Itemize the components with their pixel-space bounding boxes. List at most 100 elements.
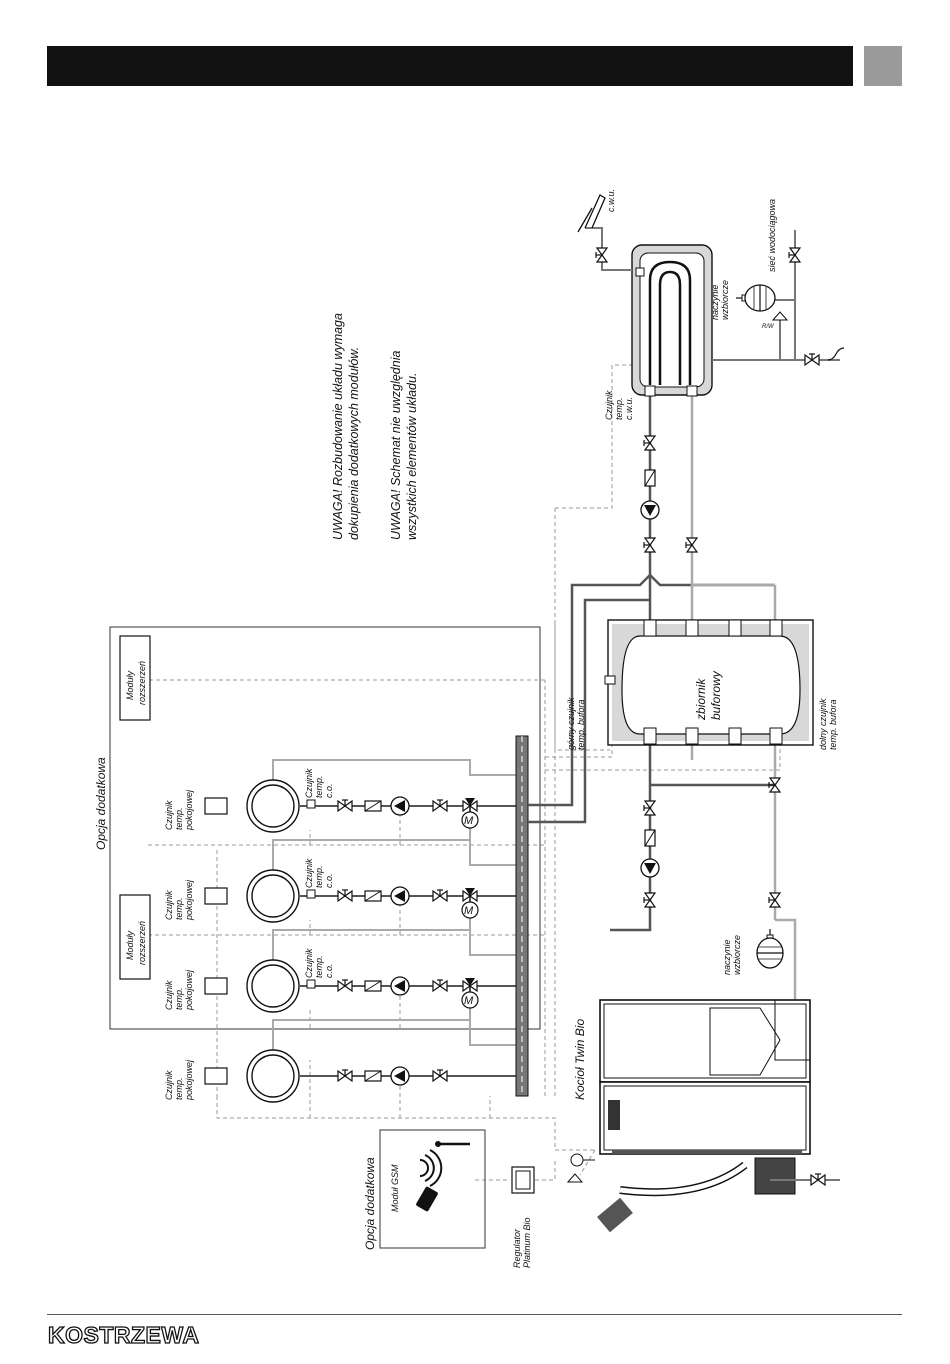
- svg-text:temp.: temp.: [314, 955, 324, 978]
- regulator-platinum-bio: Regulator Platinum Bio: [511, 1166, 535, 1268]
- safety-valve-dhw: R/W: [762, 311, 789, 330]
- water-main-label: sieć wodociągowa: [767, 199, 777, 272]
- expansion-vessel-boiler: naczynie wzbiorcze: [722, 928, 784, 975]
- svg-text:R/W: R/W: [762, 324, 775, 330]
- svg-text:M: M: [464, 995, 474, 1007]
- radiator-3: [246, 869, 300, 923]
- svg-text:pokojowej: pokojowej: [184, 1059, 194, 1101]
- upper-buffer-sensor-label: górny czujnik: [566, 697, 576, 750]
- svg-text:Czujnik: Czujnik: [164, 800, 174, 830]
- water-inlet-hose-icon: [827, 347, 845, 361]
- svg-text:temp.: temp.: [174, 987, 184, 1010]
- mixing-valve-motors: M M M: [464, 815, 474, 1007]
- svg-text:temp.: temp.: [614, 397, 624, 420]
- heating-circuit-3: [204, 869, 479, 923]
- radiator-2: [246, 959, 300, 1013]
- moduly-rozszerzen-top-box: Moduły rozszerzeń: [119, 635, 151, 721]
- co-sensor-labels: Czujnik temp. c.o. Czujnik temp. c.o. Cz…: [304, 768, 334, 978]
- svg-text:Moduły: Moduły: [125, 930, 135, 960]
- dhw-tank: Czujnik temp. c.w.u.: [604, 244, 713, 420]
- svg-text:Platinum Bio: Platinum Bio: [522, 1217, 532, 1268]
- radiator-1: [246, 1049, 300, 1103]
- svg-text:c.w.u.: c.w.u.: [624, 397, 634, 420]
- dhw-water-pipes: [585, 227, 840, 361]
- co-sensor-2: [306, 979, 316, 989]
- room-sensor-3: [204, 887, 228, 905]
- co-sensor-3: [306, 889, 316, 899]
- svg-text:pokojowej: pokojowej: [184, 879, 194, 921]
- svg-text:temp. bufora: temp. bufora: [828, 699, 838, 750]
- wireless-signal-icon: [419, 1149, 443, 1187]
- svg-text:pokojowej: pokojowej: [184, 789, 194, 831]
- svg-text:rozszerzeń: rozszerzeń: [137, 921, 147, 965]
- svg-text:Czujnik: Czujnik: [164, 890, 174, 920]
- opcja-dodatkowa-title: Opcja dodatkowa: [94, 757, 108, 850]
- note-2-line-1: UWAGA! Schemat nie uwzględnia: [389, 351, 403, 540]
- boiler-safety-group: [566, 1153, 595, 1183]
- control-wiring-dashed: [134, 364, 781, 1181]
- svg-text:temp.: temp.: [314, 865, 324, 888]
- svg-text:temp.: temp.: [174, 807, 184, 830]
- svg-text:wzbiorcze: wzbiorcze: [720, 280, 730, 320]
- svg-text:c.o.: c.o.: [324, 963, 334, 978]
- distribution-manifold: [515, 735, 529, 1097]
- opcja-dodatkowa-box: [109, 626, 541, 1030]
- svg-text:naczynie: naczynie: [710, 284, 720, 320]
- room-sensor-2: [204, 977, 228, 995]
- note-2-line-2: wszystkich elementów układu.: [405, 373, 419, 540]
- modul-gsm-label: Moduł GSM: [390, 1164, 400, 1212]
- dhw-sensor-label: Czujnik: [604, 390, 614, 420]
- opcja-dodatkowa-gsm-title: Opcja dodatkowa: [363, 1157, 377, 1250]
- dhw-outlet-valve: [595, 247, 608, 263]
- room-sensor-labels: Czujnik temp. pokojowej Czujnik temp. po…: [164, 789, 194, 1101]
- svg-text:M: M: [464, 815, 474, 827]
- cwu-tap-label: c.w.u.: [606, 189, 616, 212]
- svg-text:c.o.: c.o.: [324, 873, 334, 888]
- room-sensor-1: [204, 1067, 228, 1085]
- svg-text:temp.: temp.: [174, 1077, 184, 1100]
- svg-text:rozszerzeń: rozszerzeń: [137, 661, 147, 705]
- dhw-tap-icon: [577, 194, 606, 233]
- heating-circuit-pipes: [300, 805, 518, 1077]
- svg-text:naczynie: naczynie: [722, 939, 732, 975]
- note-1-line-2: dokupienia dodatkowych modułów.: [347, 347, 361, 540]
- svg-text:temp.: temp.: [314, 775, 324, 798]
- mobile-phone-icon: [416, 1186, 438, 1212]
- boiler-label: Kocioł Twin Bio: [573, 1019, 587, 1100]
- svg-text:temp. bufora: temp. bufora: [576, 699, 586, 750]
- buffer-tank-label: zbiornik: [694, 678, 708, 721]
- footer-rule: [47, 1314, 902, 1315]
- antenna-icon: [435, 1141, 470, 1147]
- brand-logo: KOSTRZEWA: [47, 1322, 199, 1348]
- buffer-tank: zbiornik buforowy górny czujnik temp. bu…: [566, 619, 838, 750]
- header-page-tab: [864, 46, 902, 86]
- room-sensor-4: [204, 797, 228, 815]
- co-sensor-4: [306, 799, 316, 809]
- svg-text:pokojowej: pokojowej: [184, 969, 194, 1011]
- svg-text:temp.: temp.: [174, 897, 184, 920]
- boiler-water-valve: [810, 1173, 826, 1186]
- svg-text:Moduły: Moduły: [125, 670, 135, 700]
- heating-circuit-2: [204, 959, 479, 1013]
- svg-text:Czujnik: Czujnik: [304, 948, 314, 978]
- gsm-module-box: Opcja dodatkowa Moduł GSM: [363, 1129, 486, 1250]
- svg-text:Czujnik: Czujnik: [164, 1070, 174, 1100]
- warning-notes: UWAGA! Rozbudowanie układu wymaga dokupi…: [331, 313, 419, 540]
- expansion-vessel-dhw: naczynie wzbiorcze: [710, 280, 776, 320]
- svg-text:Regulator: Regulator: [512, 1228, 522, 1268]
- note-1-line-1: UWAGA! Rozbudowanie układu wymaga: [331, 313, 345, 540]
- moduly-rozszerzen-bottom-box: Moduły rozszerzeń: [119, 894, 151, 980]
- svg-text:buforowy: buforowy: [709, 670, 723, 720]
- svg-text:Czujnik: Czujnik: [304, 858, 314, 888]
- boiler-twin-bio: Kocioł Twin Bio: [573, 999, 811, 1155]
- radiator-4: [246, 779, 300, 833]
- brand-logo-text: KOSTRZEWA: [48, 1322, 199, 1348]
- svg-text:Czujnik: Czujnik: [164, 980, 174, 1010]
- water-main-valve: [788, 247, 801, 263]
- lower-buffer-sensor-label: dolny czujnik: [818, 698, 828, 750]
- water-inlet-valve: [804, 353, 820, 366]
- boiler-loop-fittings: [640, 777, 781, 908]
- svg-text:c.o.: c.o.: [324, 783, 334, 798]
- svg-text:M: M: [464, 905, 474, 917]
